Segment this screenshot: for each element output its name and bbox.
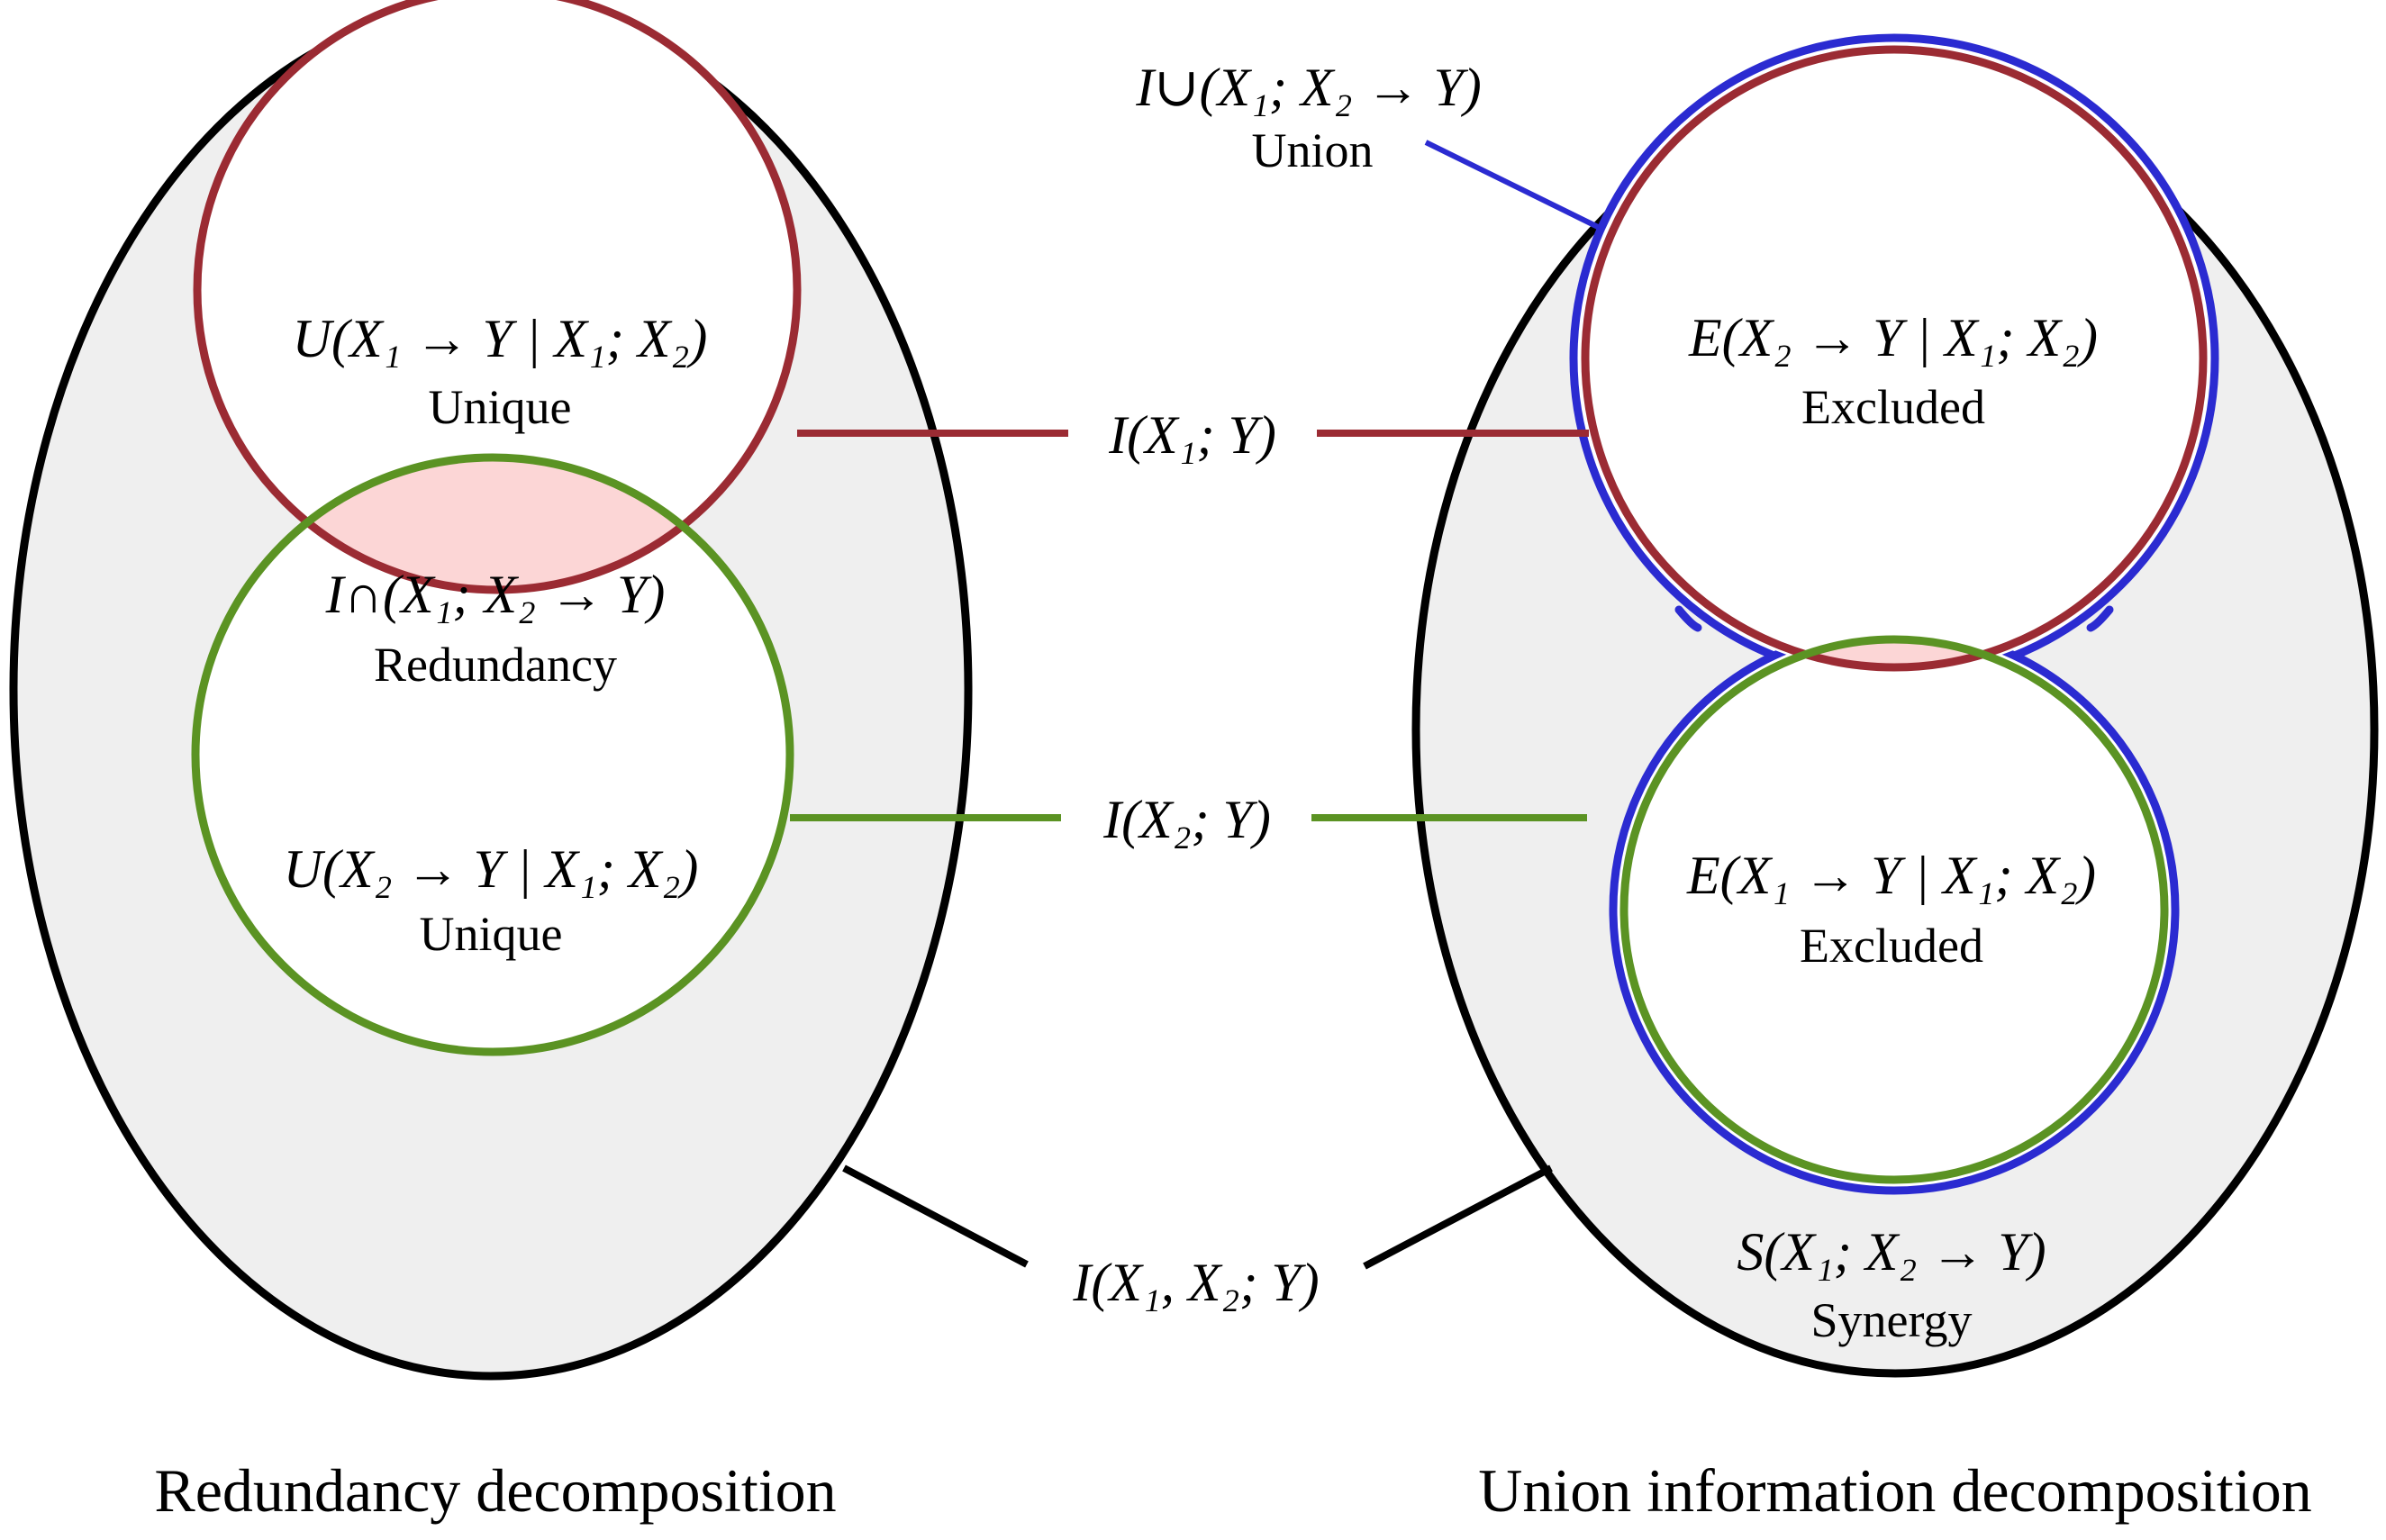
left-redundancy-label: Redundancy (374, 638, 617, 692)
left-title: Redundancy decomposition (154, 1456, 836, 1525)
left-x1-circle (193, 0, 802, 594)
union-label: Union (1252, 123, 1374, 177)
connector-joint-right (1363, 1164, 1553, 1270)
right-union-neck-left (1674, 605, 1702, 632)
right-union-cover-bottom (1619, 634, 2170, 1185)
right-excluded-1-math: E(X₂ → Y | X₁; X₂) (1688, 308, 2098, 367)
connector-joint-left (842, 1164, 1029, 1268)
mi-x1-label: I(X₁; Y) (1108, 405, 1276, 465)
right-excluded-2-label: Excluded (1800, 919, 1983, 973)
left-x2-circle-fill (195, 457, 790, 1052)
right-title: Union information decomposition (1478, 1456, 2311, 1525)
right-excluded-1-label: Excluded (1801, 380, 1985, 434)
left-x2-circle (191, 453, 794, 1056)
right-union-neck-right (2086, 605, 2114, 632)
left-redundancy-math: I∩(X₁; X₂ → Y) (325, 565, 666, 624)
left-unique-1-label: Unique (429, 380, 572, 434)
left-unique-2-math: U(X₂ → Y | X₁; X₂) (284, 839, 699, 899)
right-excluded-2-math: E(X₁ → Y | X₁; X₂) (1686, 846, 2096, 905)
left-x1-circle-fill (197, 0, 797, 590)
right-union-cover-top (1579, 43, 2209, 674)
union-math: I∪(X₁; X₂ → Y) (1135, 58, 1482, 117)
right-x2-circle (1619, 635, 2169, 1184)
mi-joint-label: I(X₁, X₂; Y) (1072, 1253, 1319, 1312)
mi-x2-label: I(X₂; Y) (1102, 790, 1271, 849)
synergy-label: Synergy (1810, 1293, 1972, 1347)
left-unique-2-label: Unique (420, 907, 563, 961)
synergy-math: S(X₁; X₂ → Y) (1737, 1222, 2046, 1282)
connector-union (1424, 140, 1600, 230)
right-x1-circle (1581, 45, 2208, 672)
left-unique-1-math: U(X₁ → Y | X₁; X₂) (293, 309, 708, 368)
